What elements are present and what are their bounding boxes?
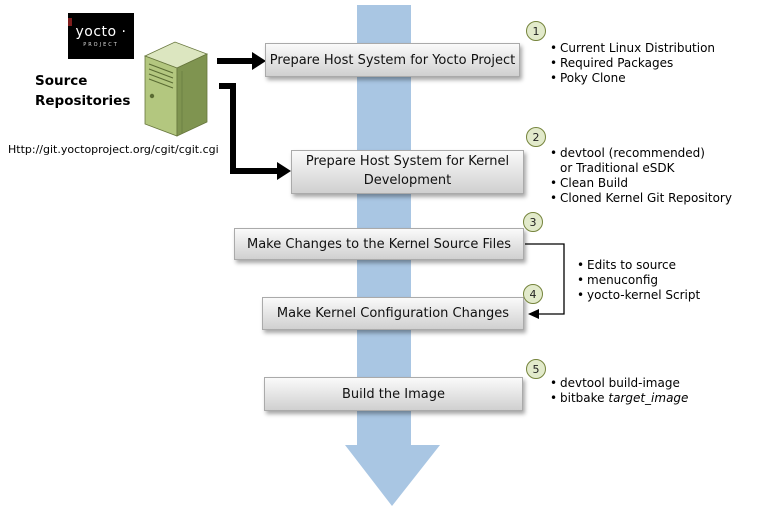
step5-bullet-list: devtool build-image bitbake target_image (549, 376, 749, 406)
step-box-1: Prepare Host System for Yocto Project (265, 43, 520, 77)
step-box-2: Prepare Host System for Kernel Developme… (291, 150, 524, 194)
bullet-item: Required Packages (549, 56, 769, 71)
bullet-item: Edits to source (576, 258, 756, 273)
step-badge-2: 2 (526, 127, 546, 147)
step-box-5: Build the Image (264, 377, 523, 411)
step1-bullet-list: Current Linux Distribution Required Pack… (549, 41, 769, 86)
step-box-3: Make Changes to the Kernel Source Files (234, 228, 524, 260)
step-badge-1: 1 (526, 21, 546, 41)
bullet-item: Poky Clone (549, 71, 769, 86)
arrow-server-to-step2 (219, 83, 291, 180)
bullet-item: bitbake target_image (549, 391, 749, 406)
step-badge-5: 5 (526, 359, 546, 379)
bullet-item: Current Linux Distribution (549, 41, 769, 56)
logo-wordmark: yocto · (75, 24, 127, 40)
bullet-item: devtool (recommended) or Traditional eSD… (549, 146, 720, 176)
bullet-item: Clean Build (549, 176, 749, 191)
source-repositories-label: Source Repositories (35, 73, 131, 109)
step-badge-3: 3 (523, 212, 543, 232)
logo-accent-mark (68, 18, 72, 26)
step-box-4: Make Kernel Configuration Changes (262, 297, 524, 330)
source-repositories-url: Http://git.yoctoproject.org/cgit/cgit.cg… (8, 143, 219, 156)
step-badge-4: 4 (523, 284, 543, 304)
logo-dot: · (121, 24, 127, 40)
bracket-steps-3-4 (525, 243, 565, 319)
arrow-server-to-step1 (217, 52, 266, 70)
bullet-item: yocto-kernel Script (576, 288, 756, 303)
bullet-item: menuconfig (576, 273, 756, 288)
steps-3-4-bullet-list: Edits to source menuconfig yocto-kernel … (576, 258, 756, 303)
yocto-logo: yocto · PROJECT (68, 13, 134, 59)
bullet-item: Cloned Kernel Git Repository (549, 191, 749, 206)
target-image-italic: target_image (608, 391, 689, 405)
logo-subtitle: PROJECT (83, 42, 119, 48)
bullet-item: devtool build-image (549, 376, 749, 391)
server-icon (143, 41, 209, 137)
step2-bullet-list: devtool (recommended) or Traditional eSD… (549, 146, 749, 206)
